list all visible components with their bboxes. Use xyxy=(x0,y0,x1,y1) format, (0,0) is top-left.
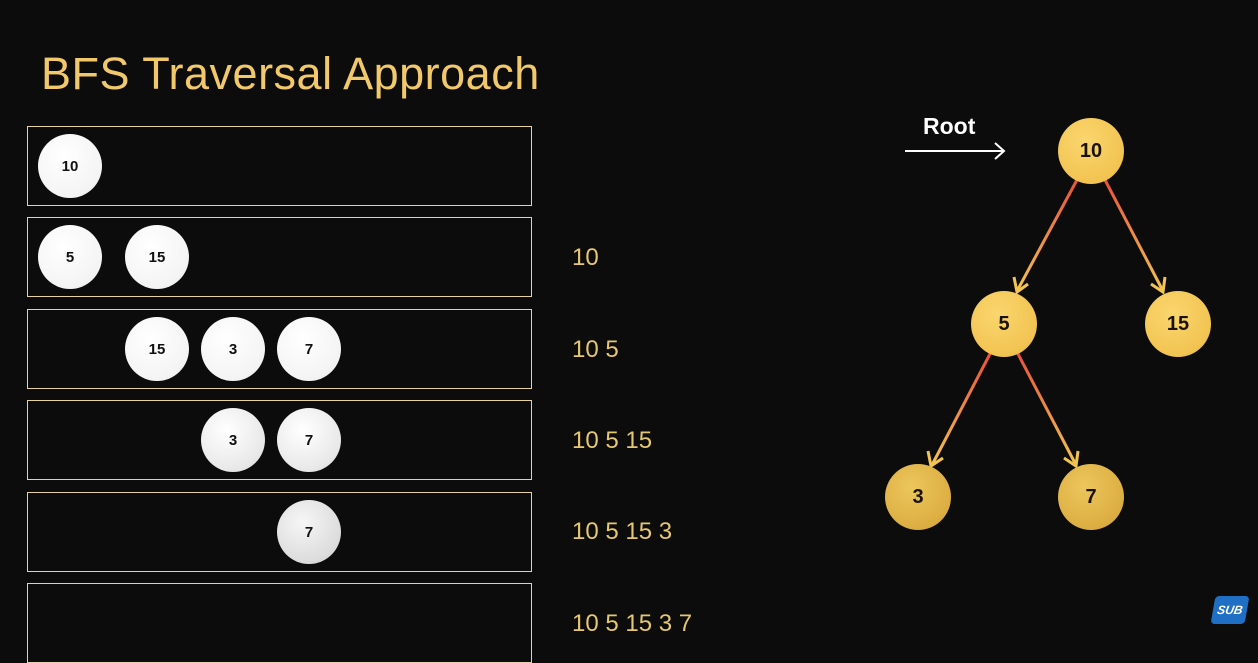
root-label: Root xyxy=(923,113,976,139)
edge-5-3 xyxy=(926,351,993,469)
queue-row-4: 3 7 xyxy=(27,400,532,480)
tree-node-10: 10 xyxy=(1058,118,1124,184)
queue-node: 7 xyxy=(277,500,341,564)
visited-sequence: 10 5 15 xyxy=(572,427,653,454)
root-arrow xyxy=(905,142,1006,160)
edge-5-7 xyxy=(1015,351,1080,469)
subscribe-badge[interactable]: SUB xyxy=(1210,596,1250,624)
queue-node: 15 xyxy=(125,317,189,381)
edge-10-15 xyxy=(1102,177,1167,295)
page-title: BFS Traversal Approach xyxy=(41,48,540,99)
tree-edges xyxy=(905,142,1167,469)
visited-sequence: 10 xyxy=(572,244,599,271)
visited-sequence: 10 5 xyxy=(572,336,619,363)
queue-row-5: 7 xyxy=(27,492,532,572)
queue-row-2: 5 15 xyxy=(27,217,532,297)
edge-10-5 xyxy=(1012,177,1080,295)
queue-node: 7 xyxy=(277,408,341,472)
tree-node-7: 7 xyxy=(1058,464,1124,530)
visited-sequence: 10 5 15 3 xyxy=(572,518,673,545)
queue-node: 7 xyxy=(277,317,341,381)
queue-row-3: 15 3 7 xyxy=(27,309,532,389)
queue-row-1: 10 xyxy=(27,126,532,206)
queue-node: 3 xyxy=(201,408,265,472)
queue-node: 10 xyxy=(38,134,102,198)
tree-node-3: 3 xyxy=(885,464,951,530)
tree-node-5: 5 xyxy=(971,291,1037,357)
tree-node-15: 15 xyxy=(1145,291,1211,357)
queue-node: 15 xyxy=(125,225,189,289)
queue-node: 3 xyxy=(201,317,265,381)
visited-sequence: 10 5 15 3 7 xyxy=(572,610,693,637)
queue-node: 5 xyxy=(38,225,102,289)
